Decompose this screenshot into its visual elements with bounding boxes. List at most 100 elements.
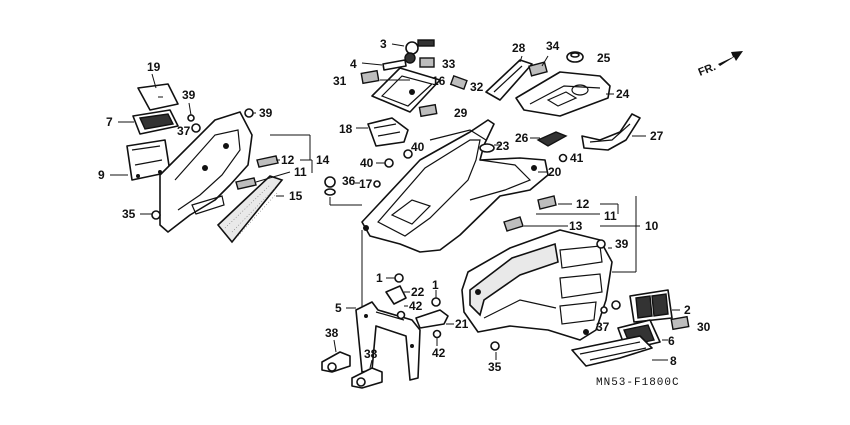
callout-35: 35	[488, 360, 502, 374]
callout-6: 6	[668, 334, 675, 348]
callout-31: 31	[333, 74, 347, 88]
diagram-code: MN53-F1800C	[596, 377, 680, 389]
part-38-clip-b	[351, 367, 383, 389]
screw-42b	[432, 329, 442, 339]
part-26-box	[536, 131, 568, 147]
part-32-pad	[449, 74, 468, 90]
callout-19: 19	[147, 60, 161, 74]
callout-24: 24	[616, 87, 630, 101]
screw-42a	[396, 310, 406, 320]
callout-28: 28	[512, 41, 526, 55]
callout-20: 20	[548, 165, 562, 179]
callout-40: 40	[360, 156, 374, 170]
part-27-bracket	[581, 113, 641, 151]
callout-14: 14	[316, 153, 330, 167]
part-29-pad	[418, 103, 438, 118]
callout-35: 35	[122, 207, 136, 221]
top-center-parts	[355, 39, 468, 184]
callout-1: 1	[432, 278, 439, 292]
callout-8: 8	[670, 354, 677, 368]
callout-12: 12	[281, 153, 295, 167]
callout-18: 18	[339, 122, 353, 136]
part-11-pad-left	[235, 177, 257, 190]
part-12-pad-right	[537, 195, 557, 210]
callout-38: 38	[325, 326, 339, 340]
screw-41	[558, 153, 568, 163]
part-33-pad	[419, 57, 435, 68]
screw-40a	[384, 158, 394, 168]
callout-32: 32	[470, 80, 484, 94]
upper-right-parts	[485, 51, 646, 163]
screw-37-right	[600, 306, 608, 314]
callout-1: 1	[376, 271, 383, 285]
callout-7: 7	[106, 115, 113, 129]
callout-33: 33	[442, 57, 456, 71]
part-4-clip	[382, 59, 407, 71]
part-36-washer	[324, 176, 336, 188]
callout-2: 2	[684, 303, 691, 317]
part-3-lock	[405, 41, 419, 55]
part-22-clip	[385, 285, 407, 305]
callout-9: 9	[98, 168, 105, 182]
screw-17	[373, 180, 381, 188]
grommet-1a	[394, 273, 404, 283]
part-5-stay	[355, 301, 421, 381]
callout-25: 25	[597, 51, 611, 65]
part-28-rail	[485, 59, 533, 101]
callout-27: 27	[650, 129, 664, 143]
part-12-pad-left	[256, 155, 279, 168]
callout-22: 22	[411, 285, 425, 299]
callout-10: 10	[645, 219, 659, 233]
bolt-35-left	[151, 210, 161, 220]
callout-30: 30	[697, 320, 711, 334]
callout-38: 38	[364, 347, 378, 361]
callout-3: 3	[380, 37, 387, 51]
right-side-cover-assembly	[461, 195, 690, 367]
callout-5: 5	[335, 301, 342, 315]
center-console-body	[361, 119, 549, 253]
right-side-cover	[461, 229, 613, 341]
callout-15: 15	[289, 189, 303, 203]
callout-37: 37	[177, 124, 191, 138]
callout-23: 23	[496, 139, 510, 153]
callout-17: 17	[359, 177, 373, 191]
part-13-pad	[503, 216, 524, 232]
front-direction-label: FR.	[697, 61, 718, 79]
part-16-lid	[371, 67, 441, 113]
part-31-pad	[360, 69, 380, 85]
callout-39: 39	[259, 106, 273, 120]
center-console	[324, 119, 549, 253]
callout-13: 13	[569, 219, 583, 233]
part-18-latch	[367, 117, 409, 147]
front-arrow-icon	[718, 51, 743, 66]
callout-11: 11	[604, 209, 617, 223]
callout-39: 39	[615, 237, 629, 251]
screw-39-right-lower	[611, 300, 621, 310]
part-8-bracket	[571, 335, 653, 367]
callout-40: 40	[411, 140, 425, 154]
callout-4: 4	[350, 57, 357, 71]
callout-36: 36	[342, 174, 356, 188]
screw-39-left	[244, 108, 254, 118]
part-21-bracket	[415, 309, 449, 329]
bolt-35-right	[490, 341, 500, 351]
callout-12: 12	[576, 197, 590, 211]
callout-37: 37	[596, 320, 610, 334]
callout-11: 11	[294, 165, 307, 179]
callout-39: 39	[182, 88, 196, 102]
screw-37-left	[191, 123, 201, 133]
callout-42: 42	[432, 346, 446, 360]
screw-39-right	[596, 239, 606, 249]
part-30-pad	[670, 315, 690, 331]
left-side-cover-assembly	[110, 73, 313, 244]
callout-29: 29	[454, 106, 468, 120]
callout-41: 41	[570, 151, 584, 165]
screw-40b	[403, 149, 413, 159]
callout-16: 16	[432, 74, 446, 88]
part-15-panel	[216, 175, 284, 244]
callout-42: 42	[409, 299, 423, 313]
grommet-1b	[431, 297, 441, 307]
callout-34: 34	[546, 39, 560, 53]
callout-21: 21	[455, 317, 469, 331]
